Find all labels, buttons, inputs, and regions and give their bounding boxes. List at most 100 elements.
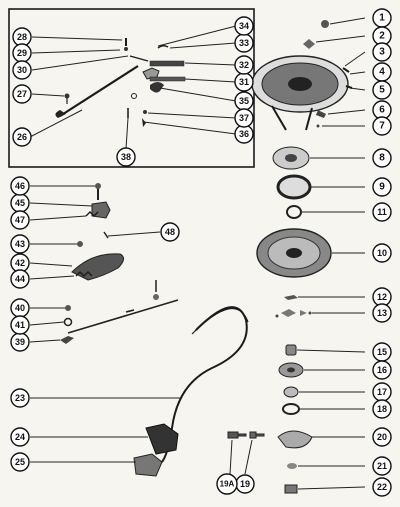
callout-number: 22 — [377, 482, 387, 492]
callout-number: 32 — [239, 60, 249, 70]
callouts: 1 2 3 4 5 6 7 8 9 10 11 12 13 15 16 17 1… — [10, 8, 392, 497]
part-artwork — [55, 20, 353, 494]
callout-number: 4 — [379, 67, 385, 78]
callout-3: 3 — [372, 42, 392, 62]
callout-22: 22 — [372, 477, 392, 497]
callout-number: 36 — [239, 129, 249, 139]
callout-38: 38 — [116, 147, 136, 167]
callout-43: 43 — [10, 234, 30, 254]
callout-41: 41 — [10, 315, 30, 335]
callout-33: 33 — [234, 33, 254, 53]
callout-7: 7 — [372, 116, 392, 136]
callout-46: 46 — [10, 176, 30, 196]
callout-number: 33 — [239, 38, 249, 48]
callout-number: 8 — [379, 153, 385, 164]
callout-number: 19A — [220, 480, 235, 489]
callout-number: 31 — [239, 77, 249, 87]
callout-20: 20 — [372, 427, 392, 447]
callout-number: 24 — [15, 432, 25, 442]
callout-number: 26 — [17, 132, 27, 142]
callout-number: 1 — [379, 13, 385, 24]
callout-26: 26 — [12, 127, 32, 147]
callout-number: 30 — [17, 65, 27, 75]
callout-number: 25 — [15, 457, 25, 467]
callout-number: 44 — [15, 274, 25, 284]
callout-number: 7 — [379, 121, 385, 132]
callout-5: 5 — [372, 80, 392, 100]
callout-47: 47 — [10, 210, 30, 230]
callout-number: 6 — [379, 105, 385, 116]
callout-number: 20 — [377, 432, 387, 442]
rotor-housing-assembly — [251, 20, 353, 131]
callout-31: 31 — [234, 72, 254, 92]
callout-number: 15 — [377, 347, 387, 357]
callout-number: 23 — [15, 393, 25, 403]
callout-45: 45 — [10, 193, 30, 213]
callout-number: 5 — [379, 85, 385, 96]
callout-number: 45 — [15, 198, 25, 208]
callout-48: 48 — [160, 222, 180, 242]
callout-28: 28 — [12, 27, 32, 47]
callout-number: 37 — [239, 113, 249, 123]
callout-37: 37 — [234, 108, 254, 128]
callout-number: 28 — [17, 32, 27, 42]
callout-29: 29 — [12, 43, 32, 63]
bottom-screws — [227, 431, 265, 439]
inset-frame — [8, 8, 255, 168]
callout-number: 39 — [15, 337, 25, 347]
callout-number: 10 — [377, 248, 387, 258]
callout-34: 34 — [234, 16, 254, 36]
callout-8: 8 — [372, 148, 392, 168]
callout-17: 17 — [372, 382, 392, 402]
callout-number: 34 — [239, 21, 249, 31]
callout-40: 40 — [10, 298, 30, 318]
callout-9: 9 — [372, 177, 392, 197]
callout-number: 47 — [15, 215, 25, 225]
callout-number: 48 — [165, 227, 175, 237]
callout-18: 18 — [372, 399, 392, 419]
callout-10: 10 — [372, 243, 392, 263]
callout-32: 32 — [234, 55, 254, 75]
callout-15: 15 — [372, 342, 392, 362]
callout-16: 16 — [372, 360, 392, 380]
callout-2: 2 — [372, 26, 392, 46]
callout-number: 9 — [379, 182, 385, 193]
callout-number: 11 — [377, 207, 387, 217]
callout-23: 23 — [10, 388, 30, 408]
callout-number: 21 — [377, 461, 387, 471]
callout-number: 13 — [377, 308, 387, 318]
callout-number: 29 — [17, 48, 27, 58]
callout-number: 3 — [379, 47, 385, 58]
lower-left-parts — [133, 423, 179, 477]
callout-13: 13 — [372, 303, 392, 323]
callout-39: 39 — [10, 332, 30, 352]
callout-44: 44 — [10, 269, 30, 289]
callout-30: 30 — [12, 60, 32, 80]
callout-27: 27 — [12, 84, 32, 104]
callout-11: 11 — [372, 202, 392, 222]
callout-19: 19 — [235, 474, 255, 494]
callout-25: 25 — [10, 452, 30, 472]
callout-number: 16 — [377, 365, 387, 375]
callout-number: 41 — [15, 320, 25, 330]
callout-number: 43 — [15, 239, 25, 249]
callout-number: 19 — [240, 479, 250, 489]
callout-number: 46 — [15, 181, 25, 191]
callout-number: 27 — [17, 89, 27, 99]
callout-number: 17 — [377, 387, 387, 397]
leader-lines — [29, 17, 366, 490]
right-column-parts — [256, 146, 332, 494]
callout-19a: 19A — [216, 473, 238, 495]
inset-linkage-parts — [55, 38, 186, 127]
callout-4: 4 — [372, 62, 392, 82]
callout-42: 42 — [10, 253, 30, 273]
callout-24: 24 — [10, 427, 30, 447]
callout-number: 2 — [379, 31, 385, 42]
callout-21: 21 — [372, 456, 392, 476]
callout-6: 6 — [372, 100, 392, 120]
callout-35: 35 — [234, 91, 254, 111]
callout-12: 12 — [372, 287, 392, 307]
callout-number: 42 — [15, 258, 25, 268]
callout-number: 35 — [239, 96, 249, 106]
